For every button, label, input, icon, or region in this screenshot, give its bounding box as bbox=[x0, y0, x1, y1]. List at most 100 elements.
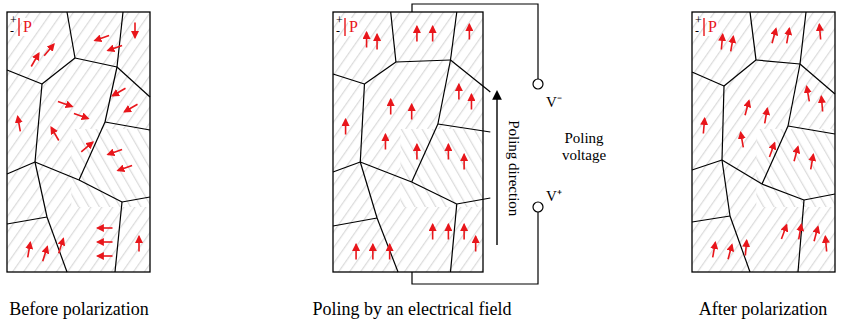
grain-boundary bbox=[722, 160, 762, 184]
dipole-arrow bbox=[471, 95, 473, 110]
dipole-arrow bbox=[98, 255, 113, 257]
direction-label: Poling direction bbox=[506, 120, 523, 216]
wire bbox=[412, 4, 538, 79]
grain-texture bbox=[333, 12, 483, 272]
grain-boundary bbox=[7, 70, 42, 84]
grain-boundary bbox=[117, 67, 150, 97]
grain-panel bbox=[7, 12, 150, 272]
caption: After polarization bbox=[699, 300, 827, 320]
dipole-arrow bbox=[138, 237, 140, 252]
dipole-arrow bbox=[95, 35, 109, 40]
grain-boundary bbox=[450, 12, 456, 60]
direction-arrow bbox=[496, 92, 497, 245]
grain-boundary bbox=[360, 162, 411, 182]
grain-boundary bbox=[788, 126, 835, 134]
dipole-arrow bbox=[781, 225, 786, 239]
grain-boundary bbox=[333, 74, 364, 84]
dipole-arrow bbox=[345, 120, 347, 135]
grain-texture bbox=[71, 129, 150, 207]
grain-boundary bbox=[800, 64, 835, 94]
grain-boundary bbox=[750, 12, 756, 60]
dipole-arrow bbox=[463, 155, 465, 170]
dipole-arrow bbox=[713, 243, 716, 258]
grain-texture bbox=[401, 129, 484, 207]
grain-boundary bbox=[798, 200, 804, 272]
grain-texture bbox=[756, 129, 835, 207]
dipole-arrow bbox=[113, 88, 126, 96]
grain-texture bbox=[71, 129, 150, 207]
pole-sign: - bbox=[10, 25, 14, 38]
dipole-arrow bbox=[772, 29, 776, 43]
pole-sign: - bbox=[336, 25, 340, 38]
dipole-arrow bbox=[721, 35, 722, 50]
grain-boundary bbox=[35, 162, 79, 180]
grain-boundary bbox=[333, 218, 377, 226]
dipole-arrow bbox=[98, 241, 113, 243]
dipole-arrow bbox=[814, 227, 818, 241]
grain-boundary bbox=[122, 197, 150, 202]
dipole-arrow bbox=[390, 100, 392, 115]
grain-boundary bbox=[79, 122, 105, 180]
dipole-arrow bbox=[463, 225, 465, 240]
grain-boundary bbox=[117, 12, 123, 67]
dipole-arrow bbox=[799, 225, 802, 240]
grain-boundary bbox=[75, 58, 117, 67]
grain-boundary bbox=[391, 12, 396, 62]
grain-boundary bbox=[724, 60, 756, 86]
pole-sign: - bbox=[695, 25, 699, 38]
grain-boundary bbox=[35, 162, 47, 217]
dipole-arrow bbox=[98, 227, 113, 229]
dipole-arrow bbox=[745, 241, 746, 256]
dipole-bar bbox=[344, 18, 345, 36]
dipole-arrow bbox=[389, 245, 391, 260]
grain-boundary bbox=[457, 198, 491, 204]
polarization-symbol: P bbox=[22, 18, 33, 36]
grain-boundary bbox=[730, 216, 750, 272]
dipole-arrow bbox=[134, 23, 136, 38]
dipole-arrow bbox=[731, 37, 734, 52]
dipole-arrow bbox=[448, 145, 450, 160]
grain-panel bbox=[333, 12, 490, 272]
panel-border bbox=[692, 12, 835, 272]
dipole-arrow bbox=[411, 105, 413, 120]
dipole-arrow bbox=[118, 165, 132, 170]
dipole-arrow bbox=[825, 237, 826, 252]
grain-boundary bbox=[79, 180, 122, 202]
dipole-arrow bbox=[745, 101, 749, 115]
grain-boundary bbox=[105, 122, 150, 130]
dipole-arrow bbox=[728, 245, 732, 259]
dipole-arrow bbox=[31, 54, 39, 67]
dipole-arrow bbox=[74, 113, 88, 118]
dipole-arrow bbox=[458, 85, 460, 100]
dipole-arrow bbox=[108, 149, 122, 154]
grain-boundary bbox=[377, 218, 398, 272]
grain-boundary bbox=[412, 182, 457, 204]
terminal bbox=[533, 79, 543, 89]
dipole-arrow bbox=[807, 87, 810, 102]
dipole-bar bbox=[703, 18, 704, 36]
grain-boundary bbox=[722, 160, 730, 216]
dipole-arrow bbox=[821, 97, 822, 112]
grain-boundary bbox=[360, 162, 377, 218]
dipole-arrow bbox=[469, 25, 471, 40]
dipole-arrow bbox=[794, 147, 798, 161]
dipole-arrow bbox=[811, 155, 814, 170]
terminal-label: V⁻ bbox=[546, 94, 562, 111]
dipole-arrow bbox=[372, 245, 374, 260]
terminal-label: V⁺ bbox=[546, 188, 562, 205]
grain-texture bbox=[692, 12, 835, 272]
dipole-arrow bbox=[18, 117, 21, 132]
dipole-arrow bbox=[765, 109, 768, 124]
dipole-arrow bbox=[741, 133, 744, 148]
grain-texture bbox=[756, 129, 835, 207]
panel-border bbox=[7, 12, 150, 272]
grain-boundary bbox=[762, 184, 804, 200]
caption: Before polarization bbox=[9, 300, 148, 320]
caption: Poling by an electrical field bbox=[313, 300, 512, 320]
dipole-arrow bbox=[81, 142, 92, 152]
grain-boundary bbox=[7, 217, 47, 224]
grain-boundary bbox=[692, 72, 724, 86]
grain-boundary bbox=[7, 162, 35, 174]
grain-boundary bbox=[692, 216, 730, 222]
